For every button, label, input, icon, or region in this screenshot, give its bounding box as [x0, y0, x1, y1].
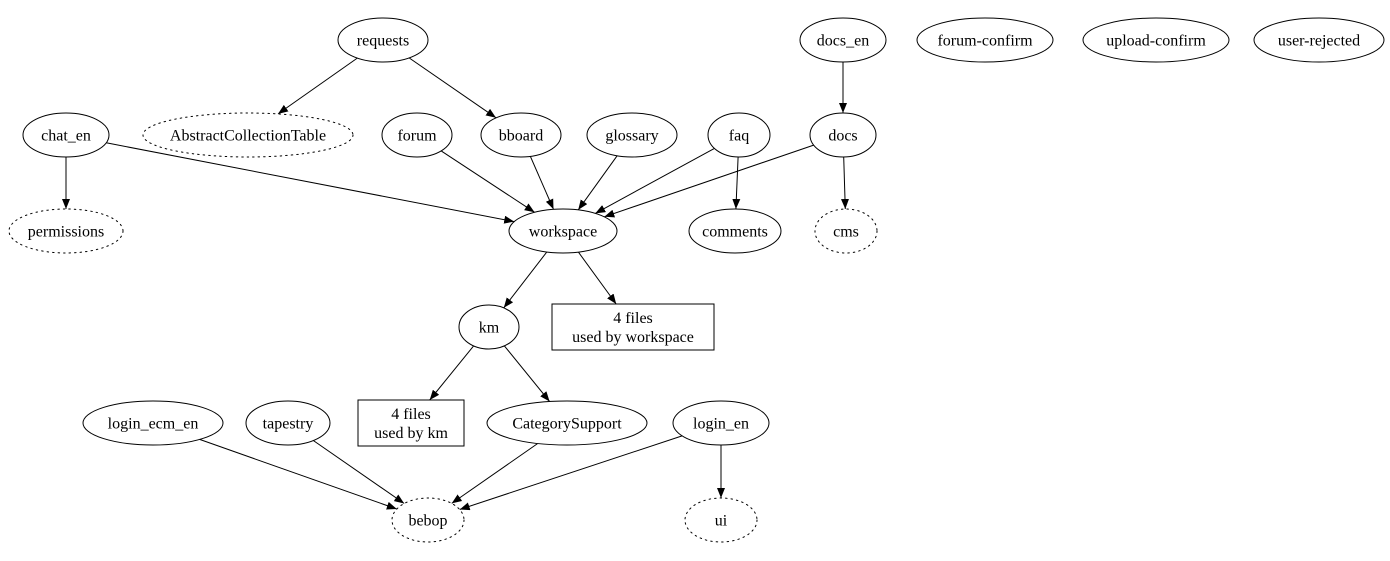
- node-shape: [916, 17, 1054, 63]
- node-workspace: workspace: [508, 208, 618, 254]
- node-shape: [672, 400, 770, 446]
- node-shape: [486, 400, 648, 446]
- edge-workspace-to-files_workspace: [577, 251, 617, 305]
- node-bebop: bebop: [391, 497, 465, 543]
- edge-km-to-categorysupport: [504, 345, 550, 402]
- edge-faq-to-workspace: [595, 147, 715, 214]
- edge-bboard-to-workspace: [529, 156, 554, 210]
- node-bboard: bboard: [480, 112, 562, 158]
- node-shape: [142, 112, 354, 158]
- edge-glossary-to-workspace: [577, 155, 618, 211]
- node-shape: [707, 112, 771, 158]
- node-label: forum: [397, 128, 437, 145]
- node-label: AbstractCollectionTable: [170, 128, 326, 145]
- node-label: docs_en: [817, 33, 869, 50]
- node-box: [551, 303, 715, 351]
- node-shape: [799, 17, 887, 63]
- node-shape: [245, 400, 331, 446]
- node-glossary: glossary: [586, 112, 678, 158]
- node-label: upload-confirm: [1106, 33, 1206, 50]
- node-tapestry: tapestry: [245, 400, 331, 446]
- edge-requests-to-bboard: [408, 57, 497, 119]
- edge-workspace-to-km: [503, 251, 548, 309]
- node-layer: requests docs_en forum-confirm upload-confi…: [8, 17, 1385, 543]
- edge-login_ecm_en-to-bebop: [199, 438, 397, 510]
- node-label: login_ecm_en: [108, 416, 199, 433]
- node-label: CategorySupport: [512, 416, 622, 433]
- node-label: requests: [357, 33, 409, 50]
- node-label: bebop: [408, 513, 447, 530]
- node-shape: [22, 112, 110, 158]
- node-requests: requests: [337, 17, 429, 63]
- node-user-rejected: user-rejected: [1253, 17, 1385, 63]
- node-label: login_en: [693, 416, 749, 433]
- edge-requests-to-abstractcollectiontable: [277, 57, 358, 115]
- node-upload-confirm: upload-confirm: [1082, 17, 1230, 63]
- node-label: chat_en: [41, 128, 91, 145]
- node-shape: [508, 208, 618, 254]
- node-label: ui: [715, 513, 728, 530]
- node-abstractcollectiontable: AbstractCollectionTable: [142, 112, 354, 158]
- node-label: comments: [702, 224, 768, 241]
- node-shape: [82, 400, 224, 446]
- edge-faq-to-comments: [732, 156, 741, 210]
- node-box: [357, 399, 465, 447]
- node-comments: comments: [688, 208, 782, 254]
- node-label: faq: [729, 128, 749, 145]
- edge-docs-to-workspace: [604, 144, 814, 218]
- edge-docs-to-cms: [840, 156, 849, 210]
- node-label: permissions: [28, 224, 104, 241]
- edge-tapestry-to-bebop: [313, 440, 405, 504]
- node-label: forum-confirm: [937, 33, 1033, 50]
- node-shape: [684, 497, 758, 543]
- node-shape: [381, 112, 453, 158]
- node-login_en: login_en: [672, 400, 770, 446]
- node-login_ecm_en: login_ecm_en: [82, 400, 224, 446]
- node-shape: [480, 112, 562, 158]
- edge-categorysupport-to-bebop: [451, 443, 538, 504]
- node-shape: [586, 112, 678, 158]
- node-categorysupport: CategorySupport: [486, 400, 648, 446]
- edge-km-to-files_km: [429, 345, 474, 401]
- node-shape: [814, 208, 878, 254]
- node-label: bboard: [499, 128, 543, 145]
- edge-login_en-to-bebop: [459, 435, 683, 511]
- node-ui: ui: [684, 497, 758, 543]
- node-cms: cms: [814, 208, 878, 254]
- node-label: workspace: [529, 224, 597, 241]
- node-forum-confirm: forum-confirm: [916, 17, 1054, 63]
- node-label: tapestry: [263, 416, 314, 433]
- node-label: glossary: [605, 128, 658, 145]
- node-chat_en: chat_en: [22, 112, 110, 158]
- node-label: user-rejected: [1278, 33, 1360, 50]
- edge-chat_en-to-workspace: [106, 142, 515, 224]
- edge-forum-to-workspace: [440, 150, 535, 213]
- node-shape: [809, 112, 877, 158]
- node-shape: [8, 208, 124, 254]
- node-forum: forum: [381, 112, 453, 158]
- node-shape: [391, 497, 465, 543]
- edge-layer: [62, 57, 849, 511]
- node-shape: [1082, 17, 1230, 63]
- node-faq: faq: [707, 112, 771, 158]
- node-km: km: [458, 304, 520, 350]
- node-shape: [458, 304, 520, 350]
- node-shape: [688, 208, 782, 254]
- node-label: cms: [833, 224, 859, 241]
- node-label: km: [479, 320, 500, 337]
- node-shape: [1253, 17, 1385, 63]
- node-docs_en: docs_en: [799, 17, 887, 63]
- node-permissions: permissions: [8, 208, 124, 254]
- node-label: docs: [828, 128, 857, 145]
- node-shape: [337, 17, 429, 63]
- node-docs: docs: [809, 112, 877, 158]
